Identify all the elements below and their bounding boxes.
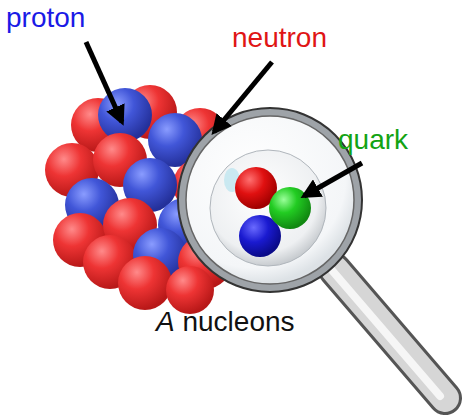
neutron-arrow xyxy=(214,62,272,132)
nucleon xyxy=(210,150,326,266)
quark-arrow xyxy=(304,163,362,196)
count-label: A nucleons xyxy=(156,306,295,338)
proton-label: proton xyxy=(6,2,85,34)
quark-label: quark xyxy=(338,124,408,156)
proton-arrow xyxy=(86,42,122,122)
leader-arrows xyxy=(86,42,362,196)
neutron-label: neutron xyxy=(232,22,327,54)
magnifying-glass xyxy=(178,108,445,398)
